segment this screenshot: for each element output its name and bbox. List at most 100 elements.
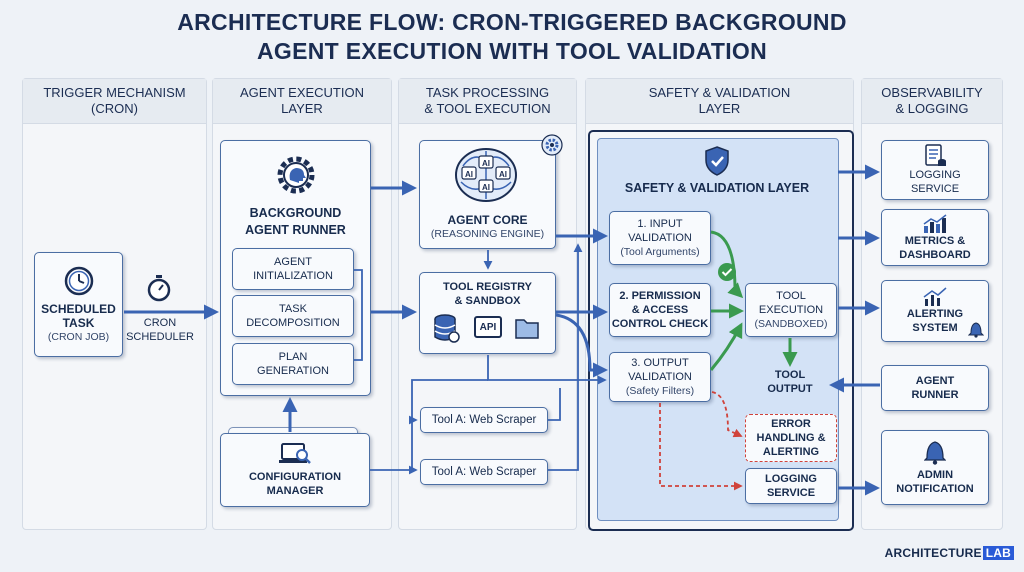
runner-step-line: DECOMPOSITION <box>246 317 340 329</box>
api-icon: API <box>474 316 502 338</box>
observability-line: RUNNER <box>911 389 959 401</box>
runner-title-line: AGENT RUNNER <box>245 223 346 237</box>
arrow-to-tool-a <box>408 379 488 425</box>
tool-registry-line: & SANDBOX <box>454 295 521 307</box>
error-handling-line: ALERTING <box>762 446 820 458</box>
permission-check-line: 2. PERMISSION <box>619 290 701 302</box>
observability-line: NOTIFICATION <box>896 483 974 495</box>
observability-line: METRICS & <box>904 234 966 247</box>
observability-agent-runner[interactable]: AGENT RUNNER <box>881 365 989 411</box>
input-validation-line: 1. INPUT <box>637 218 683 230</box>
column-header-line: TRIGGER MECHANISM <box>43 85 186 100</box>
permission-check-box[interactable]: 2. PERMISSION & ACCESS CONTROL CHECK <box>609 283 711 337</box>
cron-scheduler-line: SCHEDULER <box>126 331 194 343</box>
observability-line: SERVICE <box>910 183 960 195</box>
tool-execution-box[interactable]: TOOL EXECUTION (SANDBOXED) <box>745 283 837 337</box>
runner-steps-bracket <box>354 269 363 361</box>
input-validation-line: VALIDATION <box>628 232 692 244</box>
runner-step-line: TASK <box>279 303 307 315</box>
tool-registry-line: TOOL REGISTRY <box>442 281 533 293</box>
scheduled-task-line: TASK <box>62 315 95 330</box>
column-header-line: AGENT EXECUTION <box>239 85 364 100</box>
observability-line: DASHBOARD <box>899 248 971 261</box>
safety-logging-service-box[interactable]: LOGGING SERVICE <box>745 468 837 504</box>
observability-line: LOGGING <box>909 169 961 181</box>
output-validation-line: VALIDATION <box>628 371 692 383</box>
safety-logging-line: SERVICE <box>766 487 816 499</box>
agent-core-line: (REASONING ENGINE) <box>430 228 545 240</box>
column-header-agent-execution: AGENT EXECUTION LAYER <box>213 79 391 124</box>
error-handling-box[interactable]: ERROR HANDLING & ALERTING <box>745 414 837 462</box>
runner-title-line: BACKGROUND <box>249 206 342 220</box>
observability-line: ADMIN <box>916 469 954 481</box>
connector-tool-up <box>548 243 583 471</box>
column-header-line: LAYER <box>281 101 323 116</box>
safety-layer-outline <box>588 130 854 531</box>
brand-part: ARCHITECTURE <box>884 546 982 560</box>
permission-check-line: CONTROL CHECK <box>611 318 709 330</box>
folder-icon <box>515 319 539 339</box>
error-handling-line: ERROR <box>771 418 811 430</box>
title-line-1: ARCHITECTURE FLOW: CRON-TRIGGERED BACKGR… <box>177 9 847 35</box>
tool-execution-line: TOOL <box>776 290 806 302</box>
clock-icon <box>64 266 93 295</box>
ai-brain-icon: AI AI AI AI <box>455 148 517 202</box>
config-manager-line: CONFIGURATION <box>248 471 342 483</box>
laptop-search-icon <box>279 443 311 464</box>
runner-step-initialization[interactable]: AGENT INITIALIZATION <box>232 248 354 290</box>
observability-line: ALERTING <box>906 308 964 320</box>
scheduled-task-line: SCHEDULED <box>41 301 116 316</box>
column-header-line: TASK PROCESSING <box>425 85 550 100</box>
input-validation-box[interactable]: 1. INPUT VALIDATION (Tool Arguments) <box>609 211 711 265</box>
tool-output-line: OUTPUT <box>767 383 813 395</box>
scheduled-task-box[interactable]: SCHEDULED TASK (CRON JOB) <box>34 252 123 357</box>
runner-step-line: INITIALIZATION <box>253 270 333 282</box>
column-header-line: & LOGGING <box>895 101 969 116</box>
runner-step-decomposition[interactable]: TASK DECOMPOSITION <box>232 295 354 337</box>
runner-step-line: PLAN <box>278 351 308 363</box>
input-validation-line: (Tool Arguments) <box>620 246 700 258</box>
settings-badge-icon <box>541 134 563 156</box>
brand-part: LAB <box>982 546 1014 560</box>
safety-panel-title: SAFETY & VALIDATION LAYER <box>624 181 810 195</box>
cron-scheduler-line: CRON <box>143 317 177 329</box>
tool-web-scraper-2[interactable]: Tool A: Web Scraper <box>420 459 548 485</box>
column-header-line: (CRON) <box>91 101 138 116</box>
observability-metrics-dashboard[interactable]: METRICS & DASHBOARD <box>881 209 989 266</box>
tool-web-scraper-1[interactable]: Tool A: Web Scraper <box>420 407 548 433</box>
runner-step-plan-generation[interactable]: PLAN GENERATION <box>232 343 354 385</box>
tool-execution-line: (SANDBOXED) <box>754 318 828 330</box>
observability-logging-service[interactable]: LOGGING SERVICE <box>881 140 989 200</box>
safety-logging-line: LOGGING <box>765 473 817 485</box>
database-icon <box>434 314 460 343</box>
column-header-safety: SAFETY & VALIDATION LAYER <box>586 79 853 124</box>
output-validation-line: 3. OUTPUT <box>631 357 689 369</box>
column-header-trigger: TRIGGER MECHANISM (CRON) <box>23 79 206 124</box>
output-validation-line: (Safety Filters) <box>625 385 695 397</box>
runner-step-line: GENERATION <box>257 365 329 377</box>
error-handling-line: HANDLING & <box>756 432 826 444</box>
connector-tool-back <box>548 388 561 421</box>
ai-chip-label: AI <box>499 170 507 179</box>
bar-chart-icon <box>923 213 947 233</box>
observability-admin-notification[interactable]: ADMIN NOTIFICATION <box>881 430 989 505</box>
diagram-title: ARCHITECTURE FLOW: CRON-TRIGGERED BACKGR… <box>0 8 1024 66</box>
ai-chip-label: AI <box>465 170 473 179</box>
column-header-line: LAYER <box>698 101 741 116</box>
line-chart-icon <box>923 287 947 306</box>
configuration-manager-box[interactable]: CONFIGURATION MANAGER <box>220 433 370 507</box>
title-line-2: AGENT EXECUTION WITH TOOL VALIDATION <box>257 38 767 64</box>
runner-step-line: AGENT <box>274 256 312 268</box>
agent-core-line: AGENT CORE <box>447 213 528 227</box>
arrow-output-to-logging <box>659 403 743 491</box>
output-validation-box[interactable]: 3. OUTPUT VALIDATION (Safety Filters) <box>609 352 711 402</box>
arrow-registry-to-validation <box>487 355 607 385</box>
config-manager-line: MANAGER <box>266 485 324 497</box>
permission-check-line: & ACCESS <box>631 304 689 316</box>
ai-chip-label: AI <box>482 159 490 168</box>
observability-line: SYSTEM <box>912 322 958 334</box>
document-log-icon <box>925 144 946 166</box>
tool-output-line: TOOL <box>774 369 806 381</box>
